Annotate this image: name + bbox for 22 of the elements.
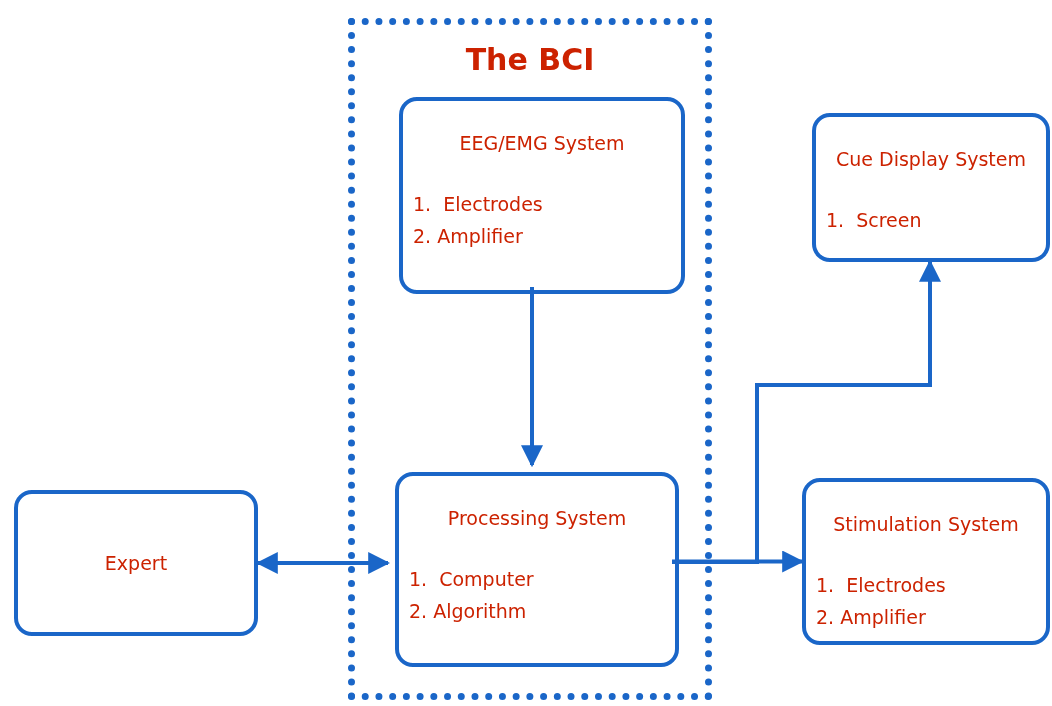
list-item: 1. Electrodes bbox=[413, 191, 544, 217]
list-item: 2. Algorithm bbox=[409, 598, 528, 624]
rounded-box bbox=[812, 113, 1050, 262]
box-title: Cue Display System bbox=[835, 147, 1027, 172]
rounded-box bbox=[399, 97, 685, 294]
arrow bbox=[255, 552, 391, 574]
list-item: 1. Electrodes bbox=[816, 572, 947, 598]
box-title: Stimulation System bbox=[832, 512, 1020, 537]
dotted-group-border bbox=[348, 18, 712, 700]
list-item: 2. Amplifier bbox=[413, 223, 524, 249]
rounded-box bbox=[802, 478, 1050, 645]
list-item: 1. Computer bbox=[409, 566, 535, 592]
arrow bbox=[521, 287, 543, 468]
arrow bbox=[672, 259, 941, 564]
list-item: 2. Amplifier bbox=[816, 604, 927, 630]
box-title: EEG/EMG System bbox=[458, 131, 626, 156]
list-item: 1. Screen bbox=[826, 207, 923, 233]
group-title: The BCI bbox=[464, 41, 596, 79]
box-title: Expert bbox=[104, 550, 168, 576]
box-title: Processing System bbox=[446, 506, 628, 531]
rounded-box bbox=[395, 472, 679, 667]
rounded-box bbox=[14, 490, 258, 636]
